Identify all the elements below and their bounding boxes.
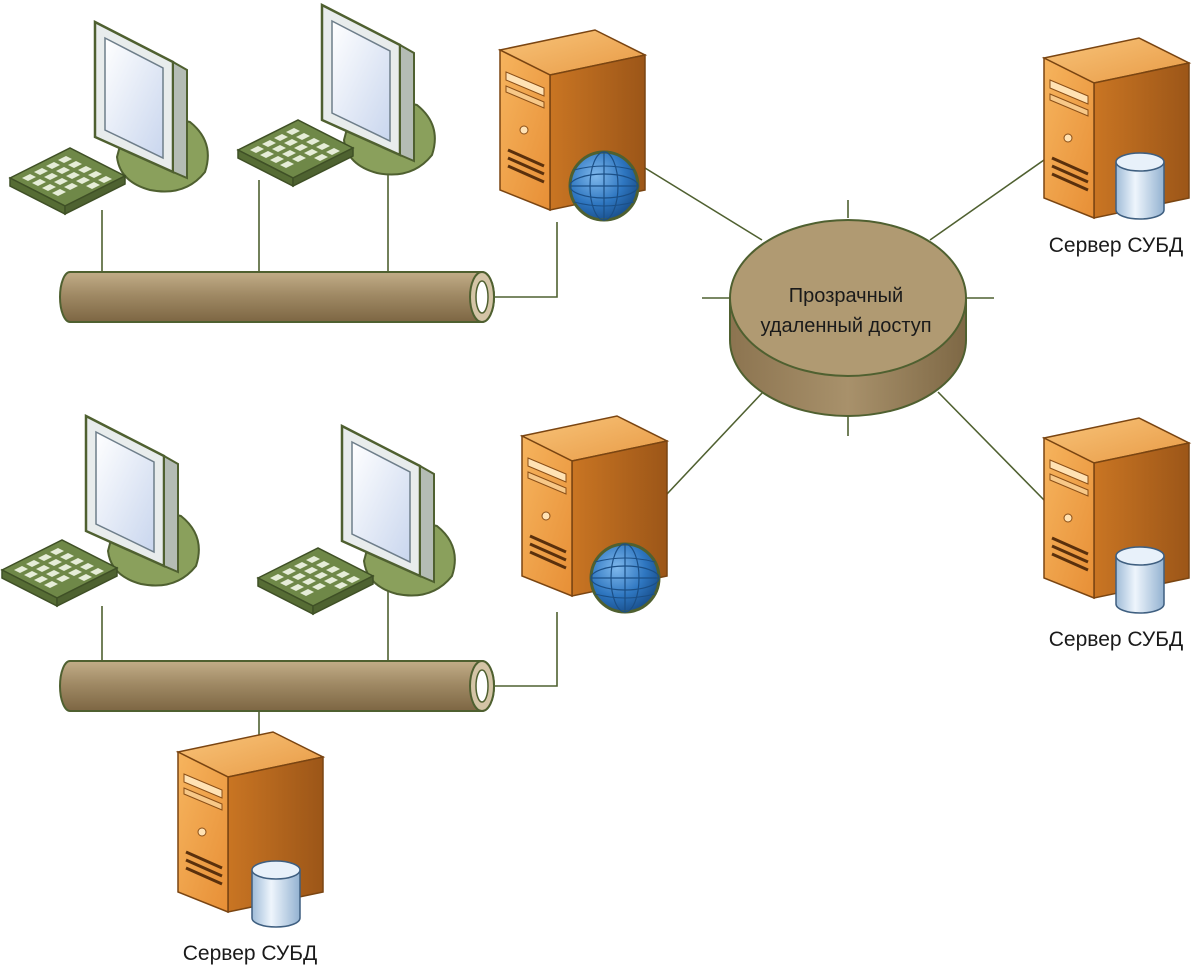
web-server-icon [520, 414, 669, 614]
hub-label-line2: удаленный доступ [760, 315, 931, 337]
hub-label-line1: Прозрачный [789, 285, 903, 307]
hub-to-db-server1 [929, 159, 1045, 241]
bus2-to-web-server2 [493, 612, 558, 687]
db-server-label: Сервер СУБД [1049, 628, 1183, 651]
connection-lines [101, 159, 1045, 736]
database-icon [1115, 546, 1165, 614]
db-server-label: Сервер СУБД [1049, 234, 1183, 257]
globe-icon [568, 150, 640, 222]
hub-to-web-server1 [644, 167, 763, 241]
bus1-to-web-server1 [493, 222, 558, 298]
network-bus-icon [59, 271, 495, 323]
database-icon [251, 860, 301, 928]
globe-icon [589, 542, 661, 614]
database-server-icon: Сервер СУБД [1042, 36, 1191, 257]
workstation-icon [237, 3, 437, 187]
workstation-icon [1, 414, 201, 607]
database-server-icon: Сервер СУБД [176, 730, 325, 965]
network-bus-icon [59, 660, 495, 712]
workstation-icon [9, 20, 210, 215]
database-icon [1115, 152, 1165, 220]
web-server-icon [498, 28, 647, 222]
db-server-label: Сервер СУБД [183, 942, 317, 965]
database-server-icon: Сервер СУБД [1042, 416, 1191, 651]
network-cloud-icon: Прозрачный удаленный доступ [729, 219, 967, 417]
hub-to-web-server2 [666, 391, 764, 495]
workstation-icon [257, 424, 457, 615]
hub-to-db-server2 [937, 391, 1045, 501]
